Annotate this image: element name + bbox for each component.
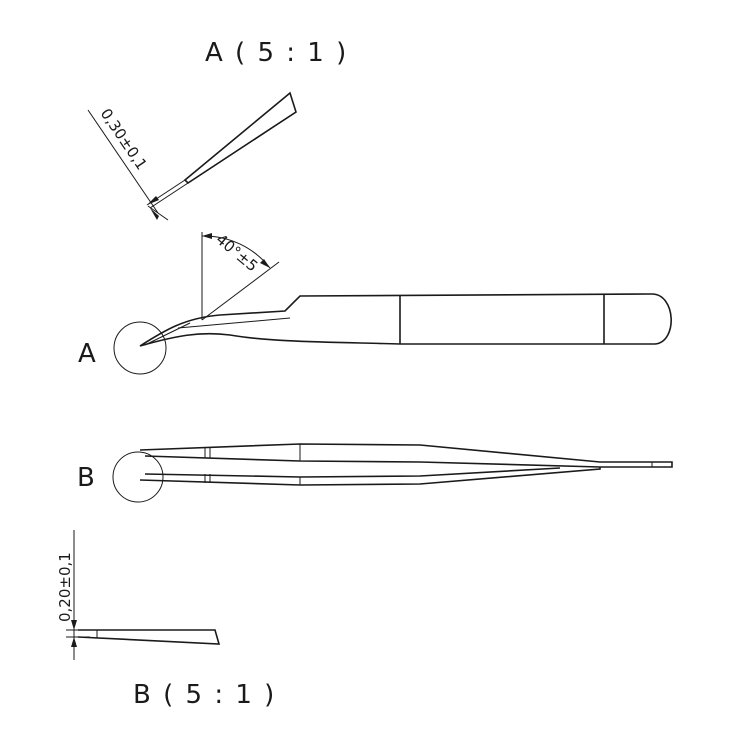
detail-a-title: A ( 5 : 1 ) bbox=[205, 38, 348, 68]
detail-b-title: B ( 5 : 1 ) bbox=[133, 680, 276, 710]
top-view-tweezers bbox=[112, 443, 673, 503]
detail-a-view bbox=[87, 91, 297, 221]
detail-b-view bbox=[66, 530, 221, 660]
side-view-tweezers bbox=[113, 232, 672, 375]
detail-b-dimension: 0,20±0,1 bbox=[56, 552, 74, 622]
label-a: A bbox=[78, 339, 96, 369]
label-b: B bbox=[77, 463, 95, 493]
